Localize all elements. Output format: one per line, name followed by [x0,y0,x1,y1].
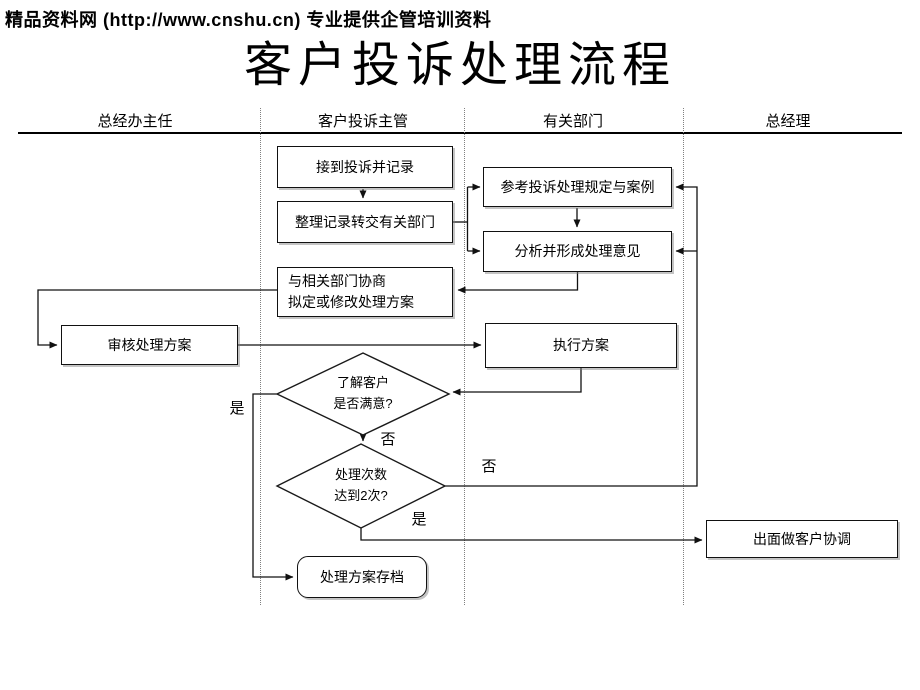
lane-header-gm-office-director: 总经办主任 [97,113,173,130]
lane-header-related-departments: 有关部门 [542,113,603,130]
node-review-plan-label: 审核处理方案 [107,336,192,353]
branch-label-times-yes: 是 [411,511,427,528]
connector-execute-decision1 [452,368,582,396]
decision-times-line1: 处理次数 [334,467,387,483]
branch-label-times-no: 否 [481,458,497,475]
node-review-plan: 审核处理方案 [61,325,238,365]
lane-separator-2 [464,108,465,605]
connector-negotiate-review [37,289,277,349]
node-execute-plan: 执行方案 [485,323,677,368]
node-organize-records: 整理记录转交有关部门 [277,201,453,243]
node-coordinate-customer: 出面做客户协调 [706,520,898,558]
lane-separator-1 [260,108,261,605]
node-receive-complaint-label: 接到投诉并记录 [316,158,414,175]
decision-diamond-satisfaction [275,352,451,436]
node-execute-plan-label: 执行方案 [553,337,609,353]
branch-label-satisfaction-no: 否 [380,431,396,448]
branch-label-satisfaction-yes: 是 [229,400,245,417]
connector-analyze-negotiate [457,272,579,294]
connector-decision2-yes-coordinate [360,528,703,544]
node-coordinate-customer-label: 出面做客户协调 [753,530,851,547]
node-receive-complaint: 接到投诉并记录 [277,146,453,188]
lane-separator-3 [683,108,684,605]
decision-satisfaction-line1: 了解客户 [336,375,389,391]
decision-satisfaction-line2: 是否满意? [333,396,393,411]
connector-decision2-no-reference [445,183,698,487]
lane-header-complaint-supervisor: 客户投诉主管 [317,113,408,130]
node-reference-rules: 参考投诉处理规定与案例 [483,167,672,207]
decision-diamond-times [275,443,447,529]
decision-times-line2: 达到2次? [334,488,388,503]
node-analyze-opinion-label: 分析并形成处理意见 [514,243,641,259]
node-negotiate-plan-line2: 拟定或修改处理方案 [288,294,414,310]
decision-times-label: 处理次数 达到2次? [301,462,421,510]
connector-decision1-yes-archive [252,393,294,581]
page-title: 客户投诉处理流程 [243,39,676,92]
node-reference-rules-label: 参考投诉处理规定与案例 [500,178,655,195]
decision-satisfaction-label: 了解客户 是否满意? [303,370,423,418]
watermark-text: 精品资料网 (http://www.cnshu.cn) 专业提供企管培训资料 [5,10,492,30]
lane-header-general-manager: 总经理 [765,113,811,130]
node-archive-plan: 处理方案存档 [297,556,427,598]
node-analyze-opinion: 分析并形成处理意见 [483,231,672,272]
header-divider-line [18,132,902,134]
node-organize-records-label: 整理记录转交有关部门 [295,213,435,230]
node-archive-plan-label: 处理方案存档 [320,568,404,585]
node-negotiate-plan-line1: 与相关部门协商 [288,273,386,289]
node-negotiate-plan: 与相关部门协商 拟定或修改处理方案 [277,267,453,317]
